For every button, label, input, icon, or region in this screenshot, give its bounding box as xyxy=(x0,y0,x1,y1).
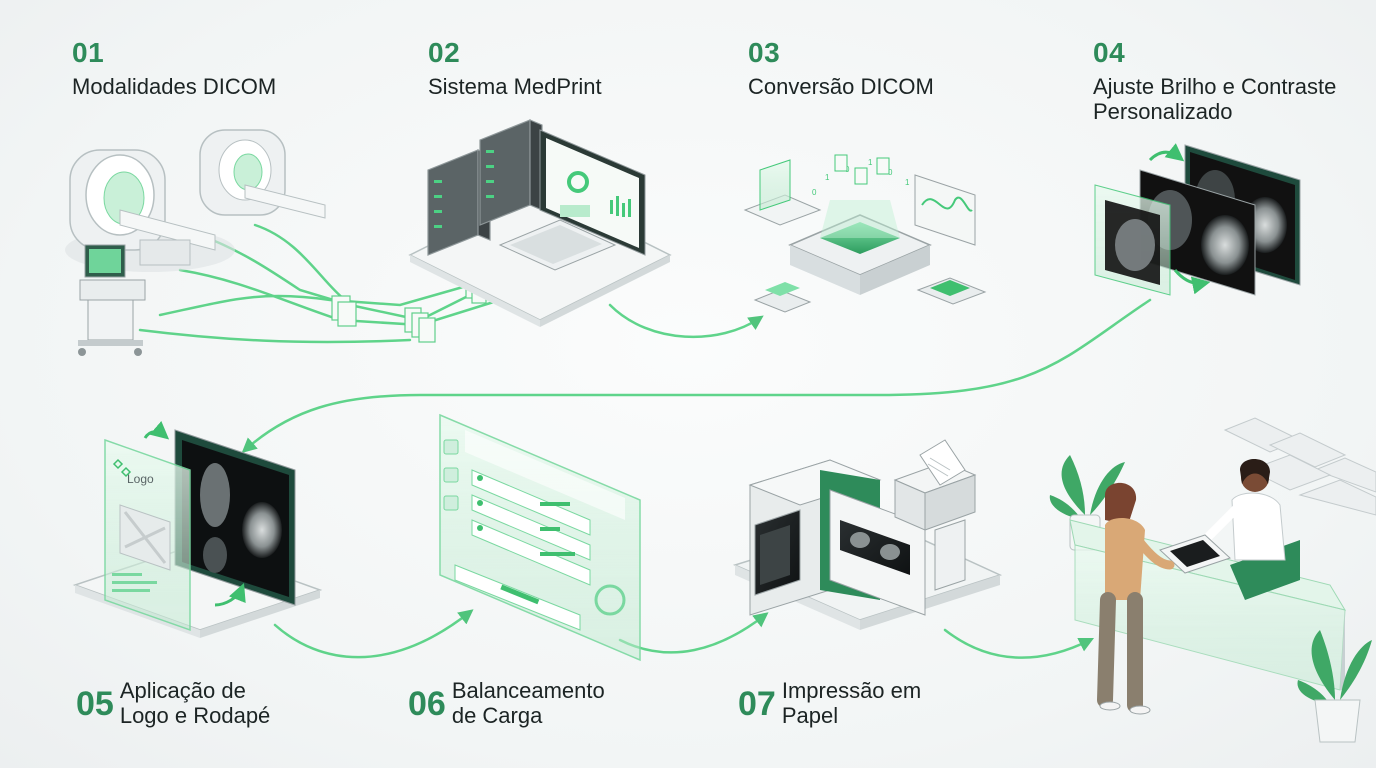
logo-footer-illustration: Logo xyxy=(72,420,323,638)
brightness-contrast-illustration xyxy=(1094,143,1301,296)
load-balancing-illustration xyxy=(439,413,641,662)
step-number: 07 xyxy=(738,685,776,723)
step-title-line: Papel xyxy=(781,703,839,728)
medprint-system-illustration xyxy=(408,119,672,327)
step-title: Sistema MedPrint xyxy=(428,74,602,99)
step-title: Aplicação de Logo e Rodapé xyxy=(120,678,270,728)
step-number: 02 xyxy=(428,37,461,68)
step-title-line: de Carga xyxy=(451,703,543,728)
step-title-line: Sistema MedPrint xyxy=(428,74,602,99)
reception-illustration xyxy=(1049,417,1376,743)
printing-illustration xyxy=(732,439,1003,630)
step-01: 01 Modalidades DICOM xyxy=(72,37,276,100)
step-06: 06 Balanceamento de Carga xyxy=(408,678,605,728)
logo-card-label: Logo xyxy=(127,472,154,486)
step-07: 07 Impressão em Papel xyxy=(738,678,921,728)
step-title: Conversão DICOM xyxy=(748,74,934,99)
step-title: Balanceamento de Carga xyxy=(452,678,605,728)
svg-text:0: 0 xyxy=(888,168,893,177)
dicom-conversion-illustration: 10 10 10 xyxy=(743,154,987,313)
step-title: Impressão em Papel xyxy=(782,678,921,728)
step-number: 05 xyxy=(76,685,114,723)
step-title-line: Ajuste Brilho e Contraste xyxy=(1093,74,1337,99)
step-number: 03 xyxy=(748,37,781,68)
svg-text:1: 1 xyxy=(825,173,830,182)
step-title-line: Logo e Rodapé xyxy=(119,703,271,728)
step-title-line: Personalizado xyxy=(1093,99,1233,124)
step-number: 04 xyxy=(1093,37,1126,68)
step-title-line: Aplicação de xyxy=(119,678,246,703)
step-03: 03 Conversão DICOM xyxy=(748,37,934,100)
step-number: 06 xyxy=(408,685,446,723)
dicom-modalities-illustration xyxy=(65,129,487,356)
step-title-line: Conversão DICOM xyxy=(748,74,934,99)
svg-text:1: 1 xyxy=(868,158,873,167)
step-title: Ajuste Brilho e Contraste Personalizado xyxy=(1093,74,1336,124)
step-05: 05 Aplicação de Logo e Rodapé xyxy=(76,678,270,728)
step-title: Modalidades DICOM xyxy=(72,74,276,99)
step-number: 01 xyxy=(72,37,105,68)
step-title-line: Impressão em xyxy=(781,678,922,703)
step-02: 02 Sistema MedPrint xyxy=(428,37,602,100)
step-title-line: Modalidades DICOM xyxy=(72,74,277,99)
svg-text:0: 0 xyxy=(812,188,817,197)
step-title-line: Balanceamento xyxy=(451,678,605,703)
svg-text:1: 1 xyxy=(905,178,910,187)
step-04: 04 Ajuste Brilho e Contraste Personaliza… xyxy=(1093,37,1336,125)
